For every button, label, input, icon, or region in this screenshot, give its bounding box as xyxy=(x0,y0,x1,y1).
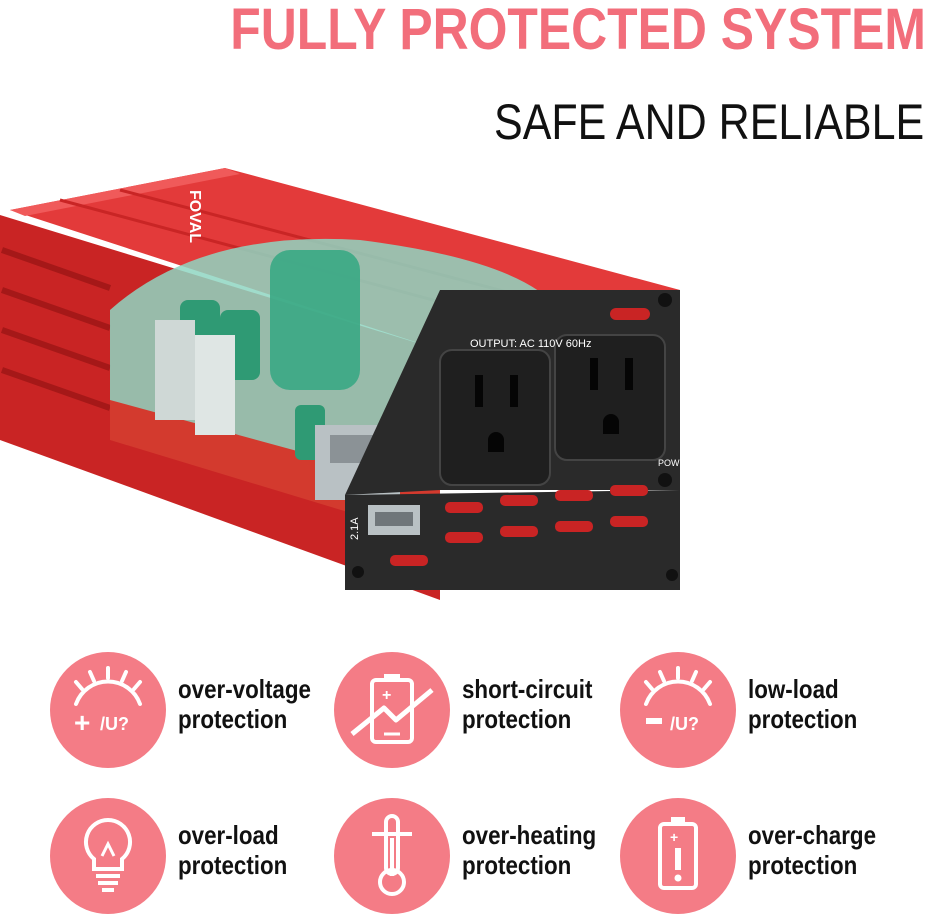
feature-over-load-line1: over-load xyxy=(178,820,279,850)
feature-over-charge-line1: over-charge xyxy=(748,820,877,850)
brand-logo: FOVAL xyxy=(186,190,203,243)
feature-over-charge-line2: protection xyxy=(748,850,858,880)
feature-over-charge: + over-charge protection xyxy=(620,798,920,918)
thermometer-icon xyxy=(334,798,450,914)
usb-rating-label: 2.1A xyxy=(349,517,361,540)
feature-over-heating: over-heating protection xyxy=(334,798,634,918)
battery-warning-icon: + xyxy=(620,798,736,914)
feature-over-load: over-load protection xyxy=(50,798,350,918)
feature-low-load: /U? low-load protection xyxy=(620,652,920,772)
over-voltage-gauge-icon: + /U? xyxy=(50,652,166,768)
low-load-gauge-icon: /U? xyxy=(620,652,736,768)
svg-text:/U?: /U? xyxy=(670,714,699,734)
feature-low-load-line1: low-load xyxy=(748,674,839,704)
feature-over-heating-line2: protection xyxy=(462,850,572,880)
svg-text:+: + xyxy=(670,829,678,845)
svg-text:+: + xyxy=(74,707,90,738)
subheadline: SAFE AND RELIABLE xyxy=(493,94,924,150)
feature-short-circuit-line1: short-circuit xyxy=(462,674,593,704)
svg-text:+: + xyxy=(382,687,391,704)
feature-over-voltage: + /U? over-voltage protection xyxy=(50,652,350,772)
feature-short-circuit: + short-circuit protection xyxy=(334,652,634,772)
svg-text:/U?: /U? xyxy=(100,714,129,734)
feature-short-circuit-line2: protection xyxy=(462,704,572,734)
headline: FULLY PROTECTED SYSTEM xyxy=(230,0,926,62)
short-circuit-battery-icon: + xyxy=(334,652,450,768)
output-rating-label: OUTPUT: AC 110V 60Hz xyxy=(470,338,591,350)
power-indicator-label: POW xyxy=(658,458,680,468)
feature-low-load-line2: protection xyxy=(748,704,858,734)
inverter-illustration: OUTPUT: AC 110V 60Hz 2.1A POW FOVAL xyxy=(0,168,680,600)
feature-over-load-line2: protection xyxy=(178,850,288,880)
feature-over-heating-line1: over-heating xyxy=(462,820,597,850)
light-bulb-icon xyxy=(50,798,166,914)
feature-over-voltage-line1: over-voltage xyxy=(178,674,311,704)
feature-over-voltage-line2: protection xyxy=(178,704,288,734)
